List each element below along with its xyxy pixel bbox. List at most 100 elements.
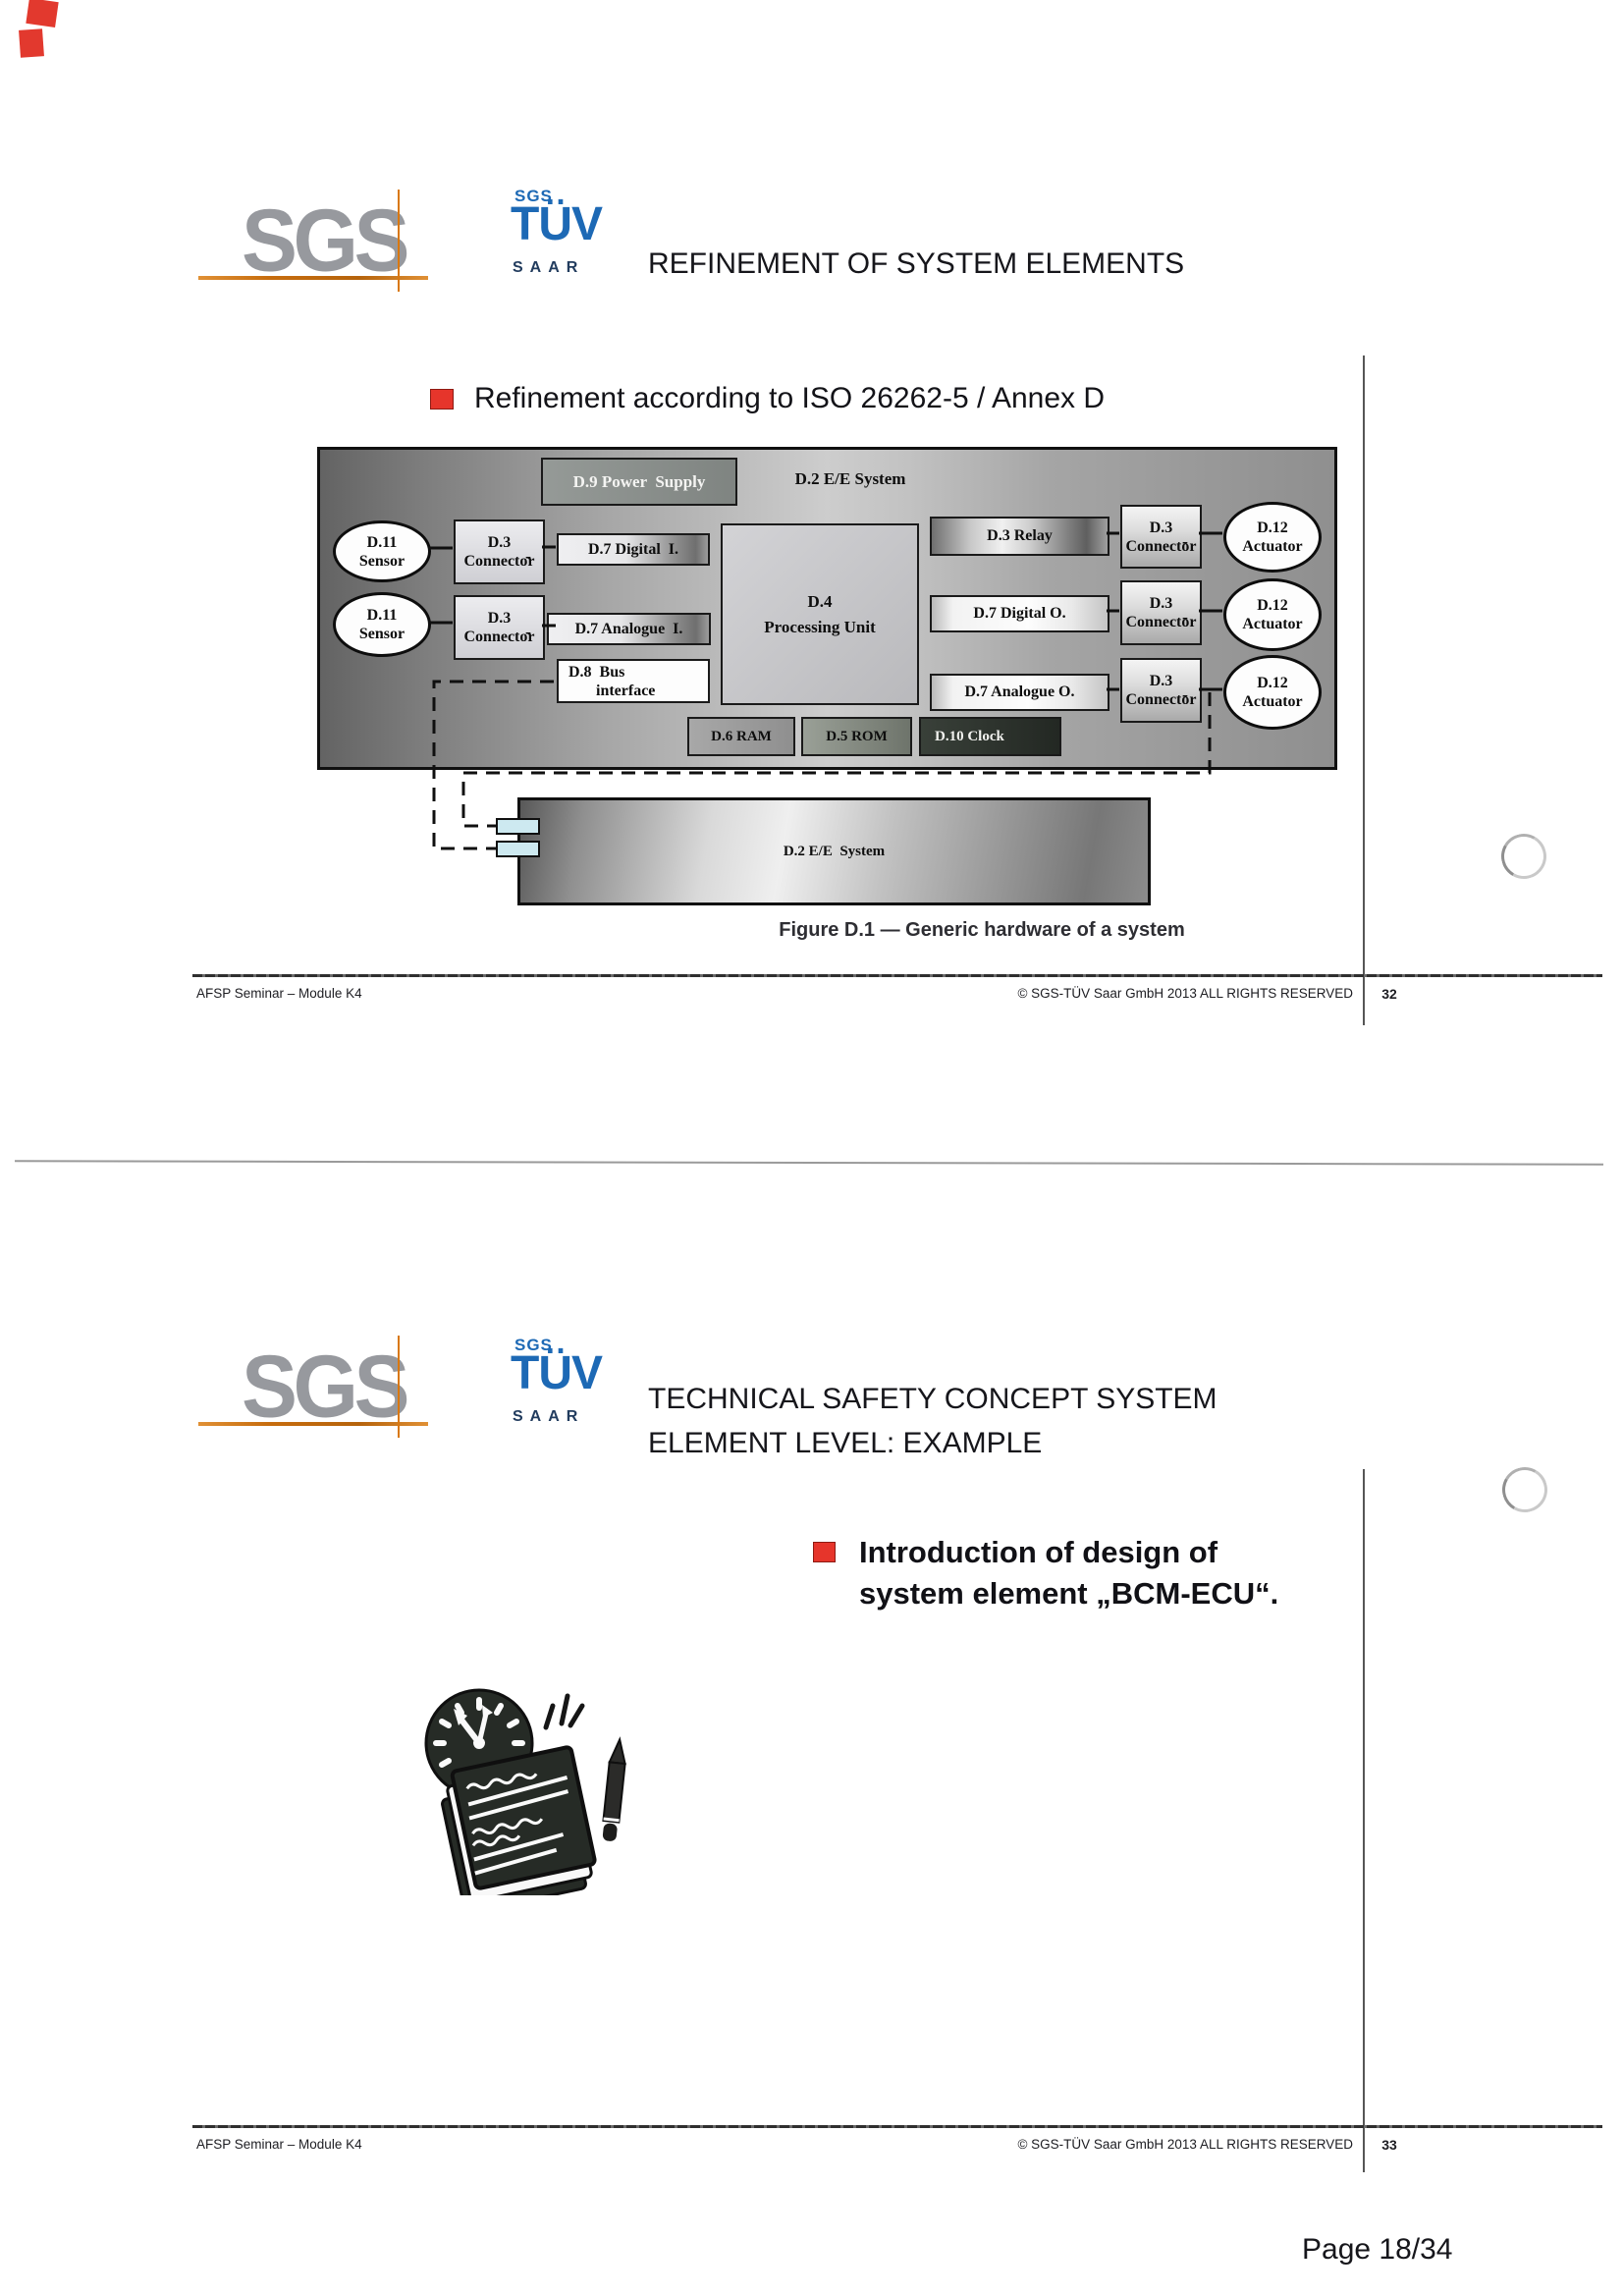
connector-label-line1: D.3 — [1149, 519, 1173, 536]
connector-label-line1: D.3 — [487, 534, 512, 551]
ee-system-bar: D.2 E/E System — [517, 797, 1151, 905]
digital-input-box: D.7 Digital I. — [557, 533, 710, 566]
figure-caption: Figure D.1 — Generic hardware of a syste… — [779, 919, 1185, 941]
footer-left-text: AFSP Seminar – Module K4 — [196, 986, 362, 1001]
footer-left-text: AFSP Seminar – Module K4 — [196, 2137, 362, 2152]
slide-2: SGS SGS TÜV SAAR TECHNICAL SAFETY CONCEP… — [0, 1149, 1623, 2296]
footer-copyright-text: © SGS-TÜV Saar GmbH 2013 ALL RIGHTS RESE… — [1017, 2137, 1353, 2152]
bullet-square-icon — [430, 389, 454, 410]
actuator-label-line2: Actuator — [1242, 693, 1303, 710]
ram-box: D.6 RAM — [687, 717, 795, 756]
bus-label-line1: D.8 Bus — [568, 663, 625, 681]
sensor-ellipse: D.11 Sensor — [333, 592, 431, 657]
sgs-logo-crossline — [398, 190, 400, 292]
connector-dash: - — [1182, 607, 1188, 628]
review-circle-mark — [1496, 1461, 1553, 1518]
sgs-logo: SGS — [196, 190, 432, 304]
actuator-label-line1: D.12 — [1257, 675, 1288, 691]
hardware-diagram: D.9 Power Supply D.2 E/E System D.11 Sen… — [317, 447, 1337, 770]
tuv-logo-sgs-text: SGS — [514, 1336, 553, 1354]
connector-label-line1: D.3 — [487, 610, 512, 627]
tuv-logo-saar-text: SAAR — [513, 259, 585, 276]
tuv-logo-sgs-text: SGS — [514, 187, 553, 205]
rom-label: D.5 ROM — [826, 728, 888, 744]
tuv-logo-main-text: TÜV — [511, 198, 603, 250]
power-supply-label: D.9 Power Supply — [572, 471, 706, 491]
analogue-input-box: D.7 Analogue I. — [547, 613, 711, 645]
tuv-logo-saar-text: SAAR — [513, 1408, 585, 1425]
tuv-logo-main-text: TÜV — [511, 1347, 603, 1399]
actuator-label-line1: D.12 — [1257, 597, 1288, 614]
connector-label-line2: Connector — [1125, 614, 1197, 630]
sensor-label-line2: Sensor — [358, 552, 406, 570]
tuv-saar-logo: SGS TÜV SAAR — [511, 187, 619, 280]
sensor-label-line2: Sensor — [358, 626, 406, 642]
actuator-ellipse: D.12 Actuator — [1223, 578, 1322, 651]
analogue-input-label: D.7 Analogue I. — [574, 620, 683, 637]
notepad-icon — [441, 1745, 597, 1895]
connector-box: D.3 - Connector — [454, 519, 545, 584]
actuator-ellipse: D.12 Actuator — [1223, 655, 1322, 730]
bullet-square-icon — [813, 1542, 836, 1562]
processing-label-line1: D.4 — [807, 591, 833, 611]
connector-label-line1: D.3 — [1149, 673, 1173, 689]
connector-label-line2: Connector — [463, 553, 535, 570]
analogue-output-box: D.7 Analogue O. — [930, 674, 1109, 711]
relay-label: D.3 Relay — [987, 527, 1053, 544]
sensor-label-line1: D.11 — [366, 533, 398, 551]
slide2-bullet-text: Introduction of design of system element… — [859, 1535, 1279, 1611]
sensor-label-line1: D.11 — [366, 607, 398, 624]
sgs-logo-underline — [198, 276, 428, 280]
rom-box: D.5 ROM — [801, 717, 912, 756]
review-circle-mark — [1495, 828, 1552, 885]
actuator-label-line2: Actuator — [1242, 616, 1303, 632]
slide-page-number: 32 — [1381, 986, 1397, 1002]
connector-box: D.3 - Connector — [454, 595, 545, 660]
actuator-label-line1: D.12 — [1257, 519, 1288, 536]
connector-box: D.3 - Connector — [1120, 505, 1202, 569]
actuator-ellipse: D.12 Actuator — [1223, 502, 1322, 573]
slide2-title: TECHNICAL SAFETY CONCEPT SYSTEM ELEMENT … — [648, 1383, 1217, 1459]
connector-box: D.3 - Connector — [1120, 580, 1202, 645]
system-label-text: D.2 E/E System — [794, 469, 906, 488]
bus-tab — [496, 818, 540, 835]
processing-unit-box: D.4 Processing Unit — [721, 523, 919, 705]
ee-system-bar-label: D.2 E/E System — [783, 843, 886, 859]
digital-output-box: D.7 Digital O. — [930, 595, 1109, 632]
pencil-icon — [602, 1736, 626, 1841]
connector-label-line2: Connector — [1125, 537, 1197, 555]
connector-dash: - — [525, 622, 531, 642]
bus-tab — [496, 841, 540, 857]
sgs-logo-crossline — [398, 1336, 400, 1438]
slide1-right-rule — [1363, 355, 1365, 1025]
slide1-bullet-text: Refinement according to ISO 26262-5 / An… — [474, 382, 1106, 414]
slide-page-number: 33 — [1381, 2137, 1397, 2153]
notes-clock-clipart — [424, 1688, 626, 1895]
sparkle-rays-icon — [543, 1693, 585, 1730]
connector-dash: - — [1182, 530, 1188, 551]
system-label: D.2 E/E System — [767, 469, 934, 489]
footer-rule — [192, 2125, 1602, 2128]
processing-label-line2: Processing Unit — [764, 617, 876, 636]
document-page-number: Page 18/34 — [1302, 2233, 1453, 2266]
digital-input-label: D.7 Digital I. — [588, 540, 678, 558]
sgs-logo-text: SGS — [242, 1337, 410, 1437]
relay-box: D.3 Relay — [930, 517, 1109, 556]
footer-copyright-text: © SGS-TÜV Saar GmbH 2013 ALL RIGHTS RESE… — [1017, 986, 1353, 1001]
actuator-label-line2: Actuator — [1242, 538, 1303, 555]
digital-output-label: D.7 Digital O. — [973, 605, 1066, 622]
connector-dash: - — [525, 546, 531, 567]
bus-label-line2: interface — [596, 682, 656, 699]
ram-label: D.6 RAM — [711, 728, 772, 744]
clock-label: D.10 Clock — [935, 728, 1004, 744]
connector-box: D.3 - Connector — [1120, 658, 1202, 723]
sgs-logo-text: SGS — [242, 191, 410, 291]
connector-label-line2: Connector — [463, 629, 535, 645]
sensor-ellipse: D.11 Sensor — [333, 520, 431, 582]
bus-interface-box: D.8 Bus interface — [557, 659, 710, 703]
power-supply-box: D.9 Power Supply — [541, 458, 737, 506]
sgs-logo: SGS — [196, 1336, 432, 1450]
tuv-saar-logo: SGS TÜV SAAR — [511, 1336, 619, 1429]
slide2-right-rule — [1363, 1469, 1365, 2172]
